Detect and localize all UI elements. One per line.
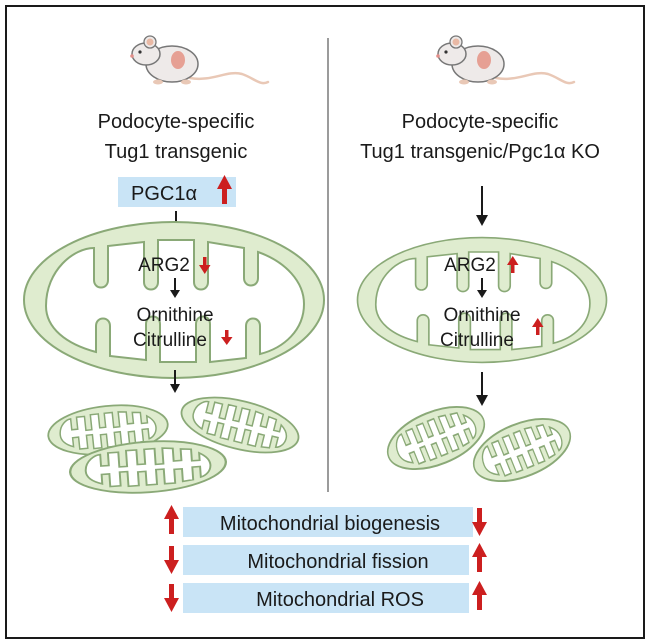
summary-row-highlight: [183, 583, 469, 613]
left-citrulline-label: Citrulline: [133, 330, 207, 351]
arrow-up-icon: [164, 505, 179, 534]
right-panel: Podocyte-specific Tug1 transgenic/Pgc1α …: [356, 34, 608, 495]
mitochondrion-large: [23, 221, 325, 379]
right-ornithine-label: Ornithine: [443, 305, 520, 326]
summary-row-label: Mitochondrial ROS: [256, 589, 424, 611]
arrow-up-icon: [507, 256, 519, 273]
left-title-line2: Tug1 transgenic: [105, 141, 248, 163]
arrow-down-black-icon: [476, 186, 488, 226]
right-title-line2: Tug1 transgenic/Pgc1α KO: [360, 141, 600, 163]
summary-row-label: Mitochondrial biogenesis: [220, 513, 440, 535]
arrow-down-black-icon: [170, 278, 180, 298]
arrow-up-icon: [472, 543, 487, 572]
left-panel: Podocyte-specific Tug1 transgenic PGC1α …: [23, 34, 325, 499]
arrow-up-icon: [472, 581, 487, 610]
arrow-down-icon: [221, 330, 233, 345]
arrow-down-black-icon: [476, 372, 488, 406]
arrow-down-black-icon: [477, 278, 487, 298]
summary-row-highlight: [183, 545, 469, 575]
right-arg2-label: ARG2: [444, 255, 496, 276]
right-citrulline-label: Citrulline: [440, 330, 514, 351]
arrow-up-icon: [532, 318, 544, 335]
summary-section: Mitochondrial biogenesis Mitochondrial f…: [164, 505, 487, 613]
arrow-up-icon: [217, 175, 232, 204]
arrow-down-icon: [164, 584, 179, 612]
pgc1a-label: PGC1α: [131, 183, 197, 205]
left-title-line1: Podocyte-specific: [98, 111, 255, 133]
left-ornithine-label: Ornithine: [136, 305, 213, 326]
pgc1a-highlight: [118, 177, 236, 207]
summary-row-label: Mitochondrial fission: [247, 551, 428, 573]
arrow-down-icon: [164, 546, 179, 574]
right-title-line1: Podocyte-specific: [402, 111, 559, 133]
summary-row-highlight: [183, 507, 473, 537]
arrow-down-black-icon: [170, 370, 180, 393]
left-arg2-label: ARG2: [138, 255, 190, 276]
arrow-down-icon: [199, 257, 211, 274]
arrow-down-icon: [472, 508, 487, 536]
